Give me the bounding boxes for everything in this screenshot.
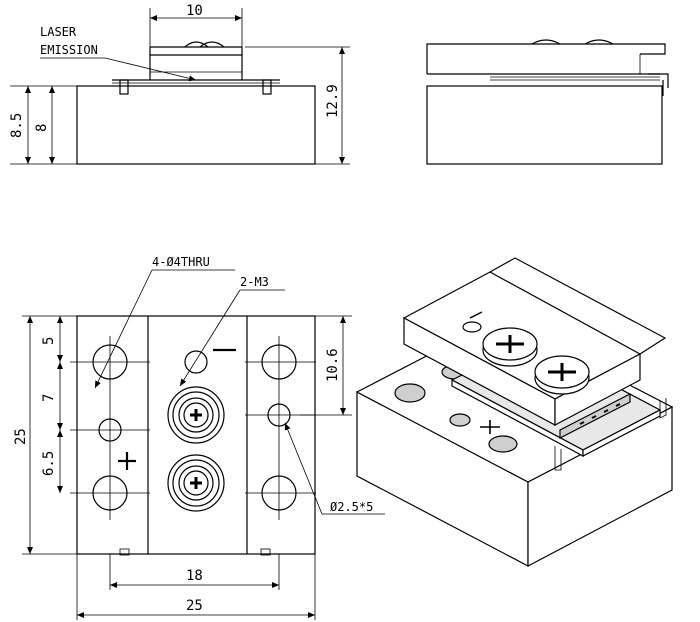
dim-6-5: 6.5 <box>41 451 57 476</box>
screw <box>167 386 225 444</box>
dim-10-6: 10.6 <box>325 348 341 382</box>
emission-label: EMISSION <box>40 43 98 57</box>
dim-10: 10 <box>186 3 203 19</box>
dim-5: 5 <box>41 337 57 345</box>
screw <box>167 454 225 512</box>
dim-25-horizontal: 25 <box>186 598 203 614</box>
dim-12-9: 12.9 <box>325 84 341 118</box>
side-base-block <box>426 85 663 165</box>
plan-view: 4-Ø4THRU 2-M3 Ø2.5*5 25 5 7 6.5 10.6 18 <box>13 255 385 620</box>
iso-screw <box>534 355 590 395</box>
pin-hole <box>184 350 208 374</box>
iso-screw <box>482 327 538 367</box>
pins-label: Ø2.5*5 <box>330 500 373 514</box>
isometric-view <box>355 257 674 567</box>
dim-18: 18 <box>186 568 203 584</box>
dim-25-vertical: 25 <box>13 428 29 445</box>
plan-base-block <box>76 315 316 555</box>
front-view: LASER EMISSION 10 8.5 8 12.9 <box>9 3 350 165</box>
dim-8-5: 8.5 <box>9 113 25 138</box>
dim-7: 7 <box>41 394 57 402</box>
front-base-block <box>76 85 316 165</box>
screws-label: 2-M3 <box>240 275 269 289</box>
holes-thru-label: 4-Ø4THRU <box>152 255 210 269</box>
dim-8: 8 <box>34 124 50 132</box>
side-view <box>426 39 669 165</box>
laser-label: LASER <box>40 25 77 39</box>
